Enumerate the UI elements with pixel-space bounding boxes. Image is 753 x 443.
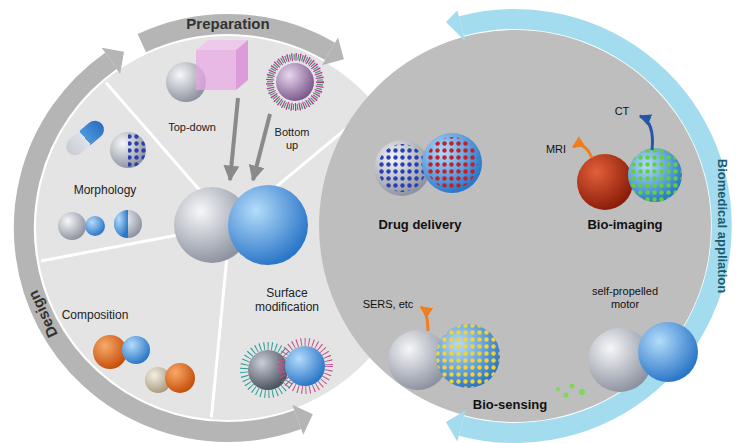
surface-figure — [281, 342, 329, 390]
method-label: Top-down — [168, 121, 216, 134]
bottom-up-figure — [270, 57, 320, 107]
application-arrow-band — [446, 11, 466, 42]
morphology-figure — [62, 117, 107, 159]
bio-imaging-figure — [640, 116, 653, 150]
surface-figure — [244, 342, 329, 394]
sector-label: Morphology — [74, 183, 137, 197]
application-disc — [319, 30, 711, 422]
preparation-arrow — [253, 114, 270, 180]
motor-figure — [570, 384, 575, 389]
janus-particle — [228, 185, 308, 265]
motor-figure — [579, 389, 585, 395]
morphology-figure — [114, 210, 128, 238]
motor-figure — [638, 322, 698, 382]
figure-label: self-propelled motor — [580, 285, 670, 311]
composition-figure — [165, 363, 195, 393]
cycle-arrow-band — [292, 405, 313, 435]
morphology-figure — [128, 132, 146, 168]
morphology-figure — [58, 212, 86, 240]
stage-label: Preparation — [186, 15, 269, 33]
composition-figure — [93, 335, 195, 393]
motor-figure — [556, 387, 560, 391]
bio-sensing-figure — [388, 307, 500, 390]
application-arrow-band — [446, 411, 466, 442]
drug-delivery-figure — [374, 133, 482, 196]
bio-sensing-figure — [421, 307, 428, 331]
morphology-figure — [110, 132, 146, 168]
bottom-up-figure — [276, 63, 314, 101]
morphology-figure — [114, 210, 142, 238]
drug-delivery-figure — [422, 133, 482, 193]
signal-label: CT — [615, 105, 630, 118]
drug-delivery-figure — [378, 144, 426, 192]
bio-sensing-figure — [436, 324, 500, 388]
bio-imaging-figure — [577, 154, 633, 210]
application-label: Drug delivery — [378, 217, 461, 233]
application-label: Bio-sensing — [473, 397, 547, 413]
preparation-arrow — [230, 98, 270, 180]
bottom-up-figure — [270, 57, 320, 107]
morphology-figure — [58, 117, 146, 240]
cycle-arrow-band — [102, 48, 124, 74]
cycle-arrow-band — [322, 37, 344, 65]
top-down-figure — [196, 50, 236, 90]
bottom-up-figure — [270, 57, 320, 107]
signal-label: SERS, etc — [363, 298, 414, 311]
stage-label: Design — [24, 288, 61, 341]
drug-delivery-figure — [374, 140, 430, 196]
composition-figure — [122, 336, 150, 364]
sector-label: Composition — [62, 308, 129, 322]
application-label: Bio-imaging — [587, 217, 662, 233]
top-down-figure — [166, 40, 248, 102]
bio-imaging-figure — [628, 148, 682, 202]
stage-label: Biomedical appliation — [714, 159, 730, 293]
application-disc — [319, 30, 711, 422]
bio-imaging-figure — [628, 148, 682, 202]
motor-figure — [556, 322, 698, 398]
morphology-figure — [85, 216, 105, 236]
signal-label: MRI — [546, 143, 566, 156]
composition-figure — [93, 335, 127, 369]
bio-imaging-figure — [573, 145, 592, 158]
janus-particle — [174, 185, 308, 265]
bio-sensing-figure — [436, 324, 500, 388]
sector-label: Surface modification — [247, 286, 327, 315]
cycle-arrow-band — [24, 24, 344, 435]
application-arrow-band — [461, 19, 721, 433]
preparation-arrow — [230, 98, 238, 180]
drug-delivery-figure — [426, 137, 478, 189]
top-down-figure — [236, 40, 248, 90]
bio-imaging-figure — [573, 116, 682, 210]
motor-figure — [564, 393, 569, 398]
method-label: Bottom up — [270, 126, 314, 152]
surface-figure — [285, 346, 325, 386]
